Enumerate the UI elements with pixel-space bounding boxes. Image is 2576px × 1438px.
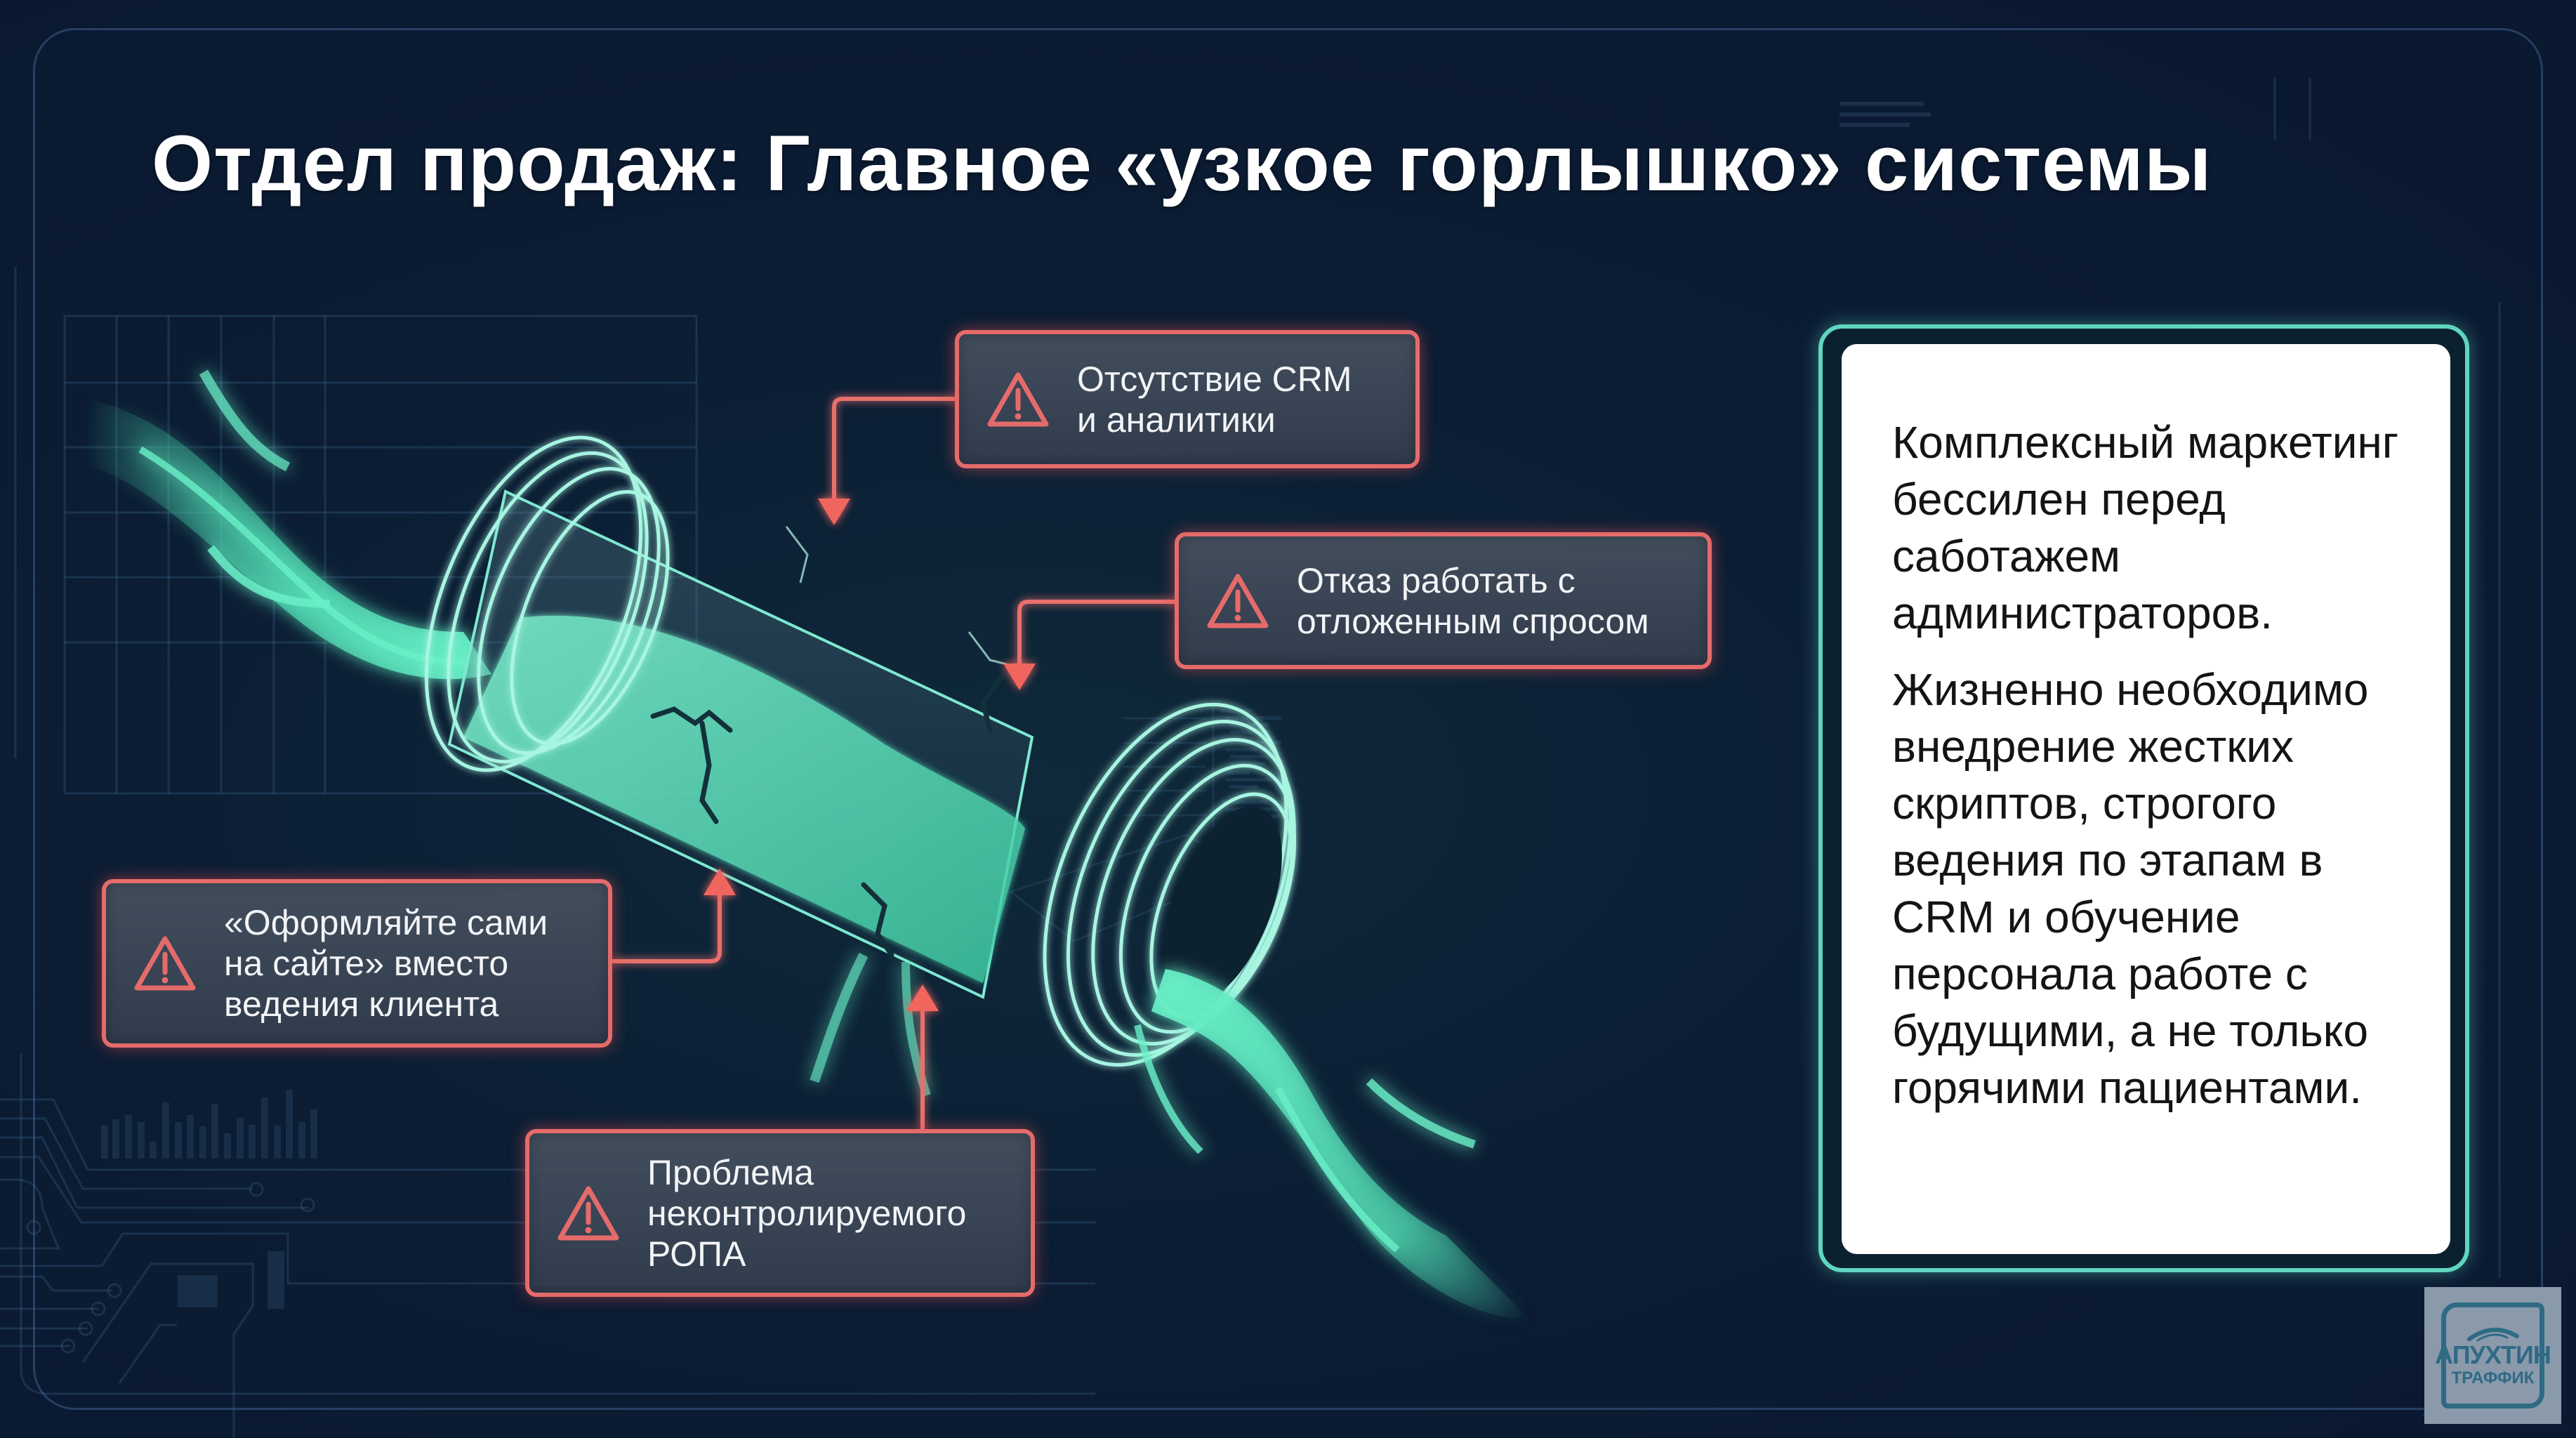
logo-name: АПУХТИН (2435, 1340, 2551, 1369)
summary-panel: Комплексный маркетинг бессилен перед саб… (1842, 344, 2450, 1254)
callout-refusal-deferred: Отказ работать с отложенным спросом (1175, 532, 1712, 669)
callout-text: Отказ работать с отложенным спросом (1297, 560, 1649, 641)
summary-paragraph-problem: Комплексный маркетинг бессилен перед саб… (1892, 417, 2399, 638)
callout-no-crm: Отсутствие CRM и аналитики (955, 330, 1420, 468)
page-title: Отдел продаж: Главное «узкое горлышко» с… (152, 119, 2212, 207)
brand-logo: АПУХТИН ТРАФФИК (2424, 1287, 2561, 1424)
warning-triangle-icon (134, 936, 196, 991)
callout-self-service: «Оформляйте сами на сайте» вместо ведени… (102, 879, 612, 1048)
warning-triangle-icon (557, 1186, 619, 1240)
callout-text: Проблема неконтролируемого РОПА (647, 1152, 967, 1274)
logo-arc-icon (2466, 1327, 2519, 1341)
logo-subtitle: ТРАФФИК (2451, 1368, 2535, 1387)
callout-uncontrolled-ropa: Проблема неконтролируемого РОПА (525, 1129, 1035, 1297)
logo-badge: АПУХТИН ТРАФФИК (2435, 1302, 2551, 1409)
warning-triangle-icon (987, 372, 1049, 426)
callout-text: Отсутствие CRM и аналитики (1077, 359, 1352, 440)
callout-text: «Оформляйте сами на сайте» вместо ведени… (224, 903, 548, 1024)
summary-paragraph-solution: Жизненно необходимо внедрение жестких ск… (1892, 664, 2369, 1113)
warning-triangle-icon (1207, 574, 1269, 628)
